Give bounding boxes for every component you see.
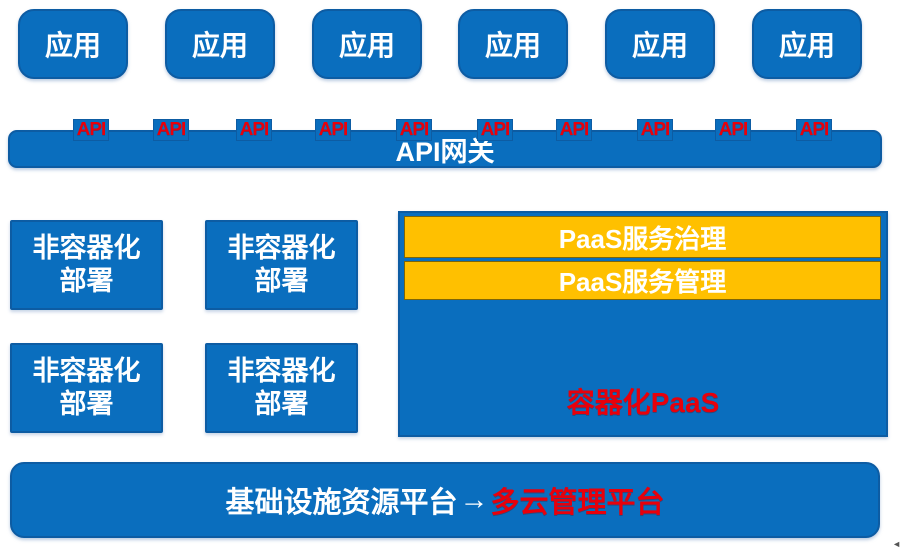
api-endpoint-label: API bbox=[640, 119, 671, 140]
api-endpoint-tab: API bbox=[796, 119, 832, 141]
deploy-box-line1: 非容器化 bbox=[227, 356, 336, 387]
api-endpoint-tab: API bbox=[477, 119, 513, 141]
non-container-deploy-box: 非容器化 部署 bbox=[205, 343, 358, 433]
infrastructure-platform-bar: 基础设施资源平台 → 多云管理平台 bbox=[10, 462, 880, 538]
api-endpoint-tab: API bbox=[715, 119, 751, 141]
app-box: 应用 bbox=[18, 9, 128, 79]
api-endpoint-tab: API bbox=[556, 119, 592, 141]
app-box: 应用 bbox=[752, 9, 862, 79]
api-endpoint-label: API bbox=[480, 119, 511, 140]
api-endpoint-tab: API bbox=[153, 119, 189, 141]
api-endpoint-label: API bbox=[799, 119, 830, 140]
deploy-box-line1: 非容器化 bbox=[227, 233, 336, 264]
container-paas-label: 容器化PaaS bbox=[566, 387, 720, 418]
api-endpoint-label: API bbox=[718, 119, 749, 140]
container-paas-box: PaaS服务治理 PaaS服务管理 容器化PaaS bbox=[398, 211, 888, 437]
api-endpoint-label: API bbox=[239, 119, 270, 140]
app-box-label: 应用 bbox=[44, 30, 101, 61]
app-box: 应用 bbox=[605, 9, 715, 79]
arrow-right-icon: → bbox=[459, 483, 489, 516]
non-container-deploy-box: 非容器化 部署 bbox=[10, 343, 163, 433]
deploy-box-line2: 部署 bbox=[59, 389, 114, 419]
api-endpoint-tab: API bbox=[315, 119, 351, 141]
non-container-deploy-box: 非容器化 部署 bbox=[205, 220, 358, 310]
multicloud-platform-label: 多云管理平台 bbox=[490, 487, 665, 519]
infrastructure-platform-label: 基础设施资源平台 bbox=[225, 487, 458, 519]
app-box: 应用 bbox=[312, 9, 422, 79]
deploy-box-line1: 非容器化 bbox=[32, 356, 141, 387]
app-box-label: 应用 bbox=[778, 30, 835, 61]
deploy-box-line2: 部署 bbox=[254, 389, 309, 419]
app-box-label: 应用 bbox=[631, 30, 688, 61]
app-box: 应用 bbox=[165, 9, 275, 79]
app-box: 应用 bbox=[458, 9, 568, 79]
api-endpoint-tab: API bbox=[396, 119, 432, 141]
paas-governance-label: PaaS服务治理 bbox=[558, 223, 727, 254]
deploy-box-line1: 非容器化 bbox=[32, 233, 141, 264]
deploy-box-line2: 部署 bbox=[59, 266, 114, 296]
api-endpoint-label: API bbox=[318, 119, 349, 140]
paas-governance-bar: PaaS服务治理 bbox=[404, 216, 881, 258]
api-endpoint-tab: API bbox=[236, 119, 272, 141]
paas-management-bar: PaaS服务管理 bbox=[404, 261, 881, 300]
api-endpoint-tab: API bbox=[637, 119, 673, 141]
app-box-label: 应用 bbox=[484, 30, 541, 61]
non-container-deploy-box: 非容器化 部署 bbox=[10, 220, 163, 310]
api-endpoint-label: API bbox=[399, 119, 430, 140]
app-box-label: 应用 bbox=[338, 30, 395, 61]
corner-anchor-mark: ◄ bbox=[892, 539, 901, 549]
app-box-label: 应用 bbox=[191, 30, 248, 61]
api-endpoint-label: API bbox=[156, 119, 187, 140]
paas-management-label: PaaS服务管理 bbox=[558, 267, 727, 297]
api-endpoint-label: API bbox=[559, 119, 590, 140]
api-endpoint-label: API bbox=[76, 119, 107, 140]
api-endpoint-tab: API bbox=[73, 119, 109, 141]
deploy-box-line2: 部署 bbox=[254, 266, 309, 296]
api-gateway-label: API网关 bbox=[395, 136, 495, 167]
